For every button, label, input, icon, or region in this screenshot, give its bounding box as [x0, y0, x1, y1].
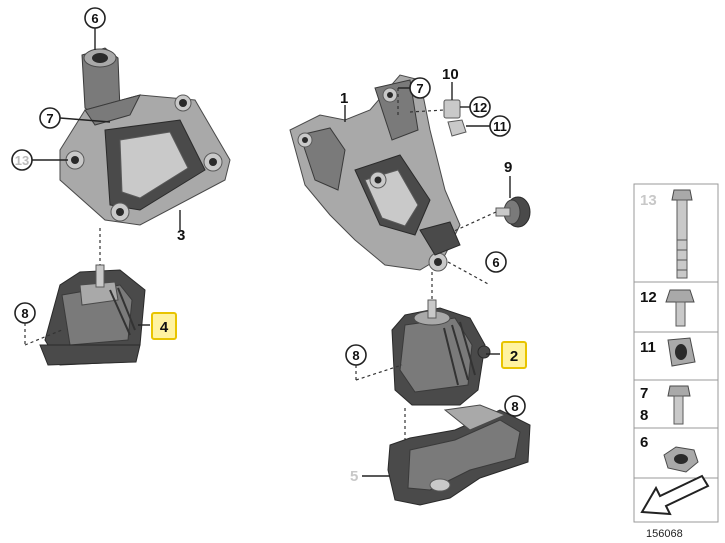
- nut-icon: [667, 337, 696, 367]
- svg-text:8: 8: [21, 306, 28, 321]
- svg-text:4: 4: [160, 319, 169, 336]
- svg-text:7: 7: [46, 111, 53, 126]
- engine-mount-part-2: [391, 299, 491, 406]
- hex-nut-icon: [663, 446, 699, 473]
- svg-text:7: 7: [416, 81, 423, 96]
- diagram-id: 156068: [646, 528, 683, 540]
- callout-2-highlighted[interactable]: 2: [501, 341, 527, 369]
- callout-13-left: 13: [11, 149, 33, 171]
- callout-3: 3: [177, 227, 185, 244]
- legend-label-8: 8: [640, 407, 648, 424]
- callout-6-right: 6: [485, 251, 507, 273]
- legend-label-6: 6: [640, 434, 648, 451]
- callout-7-right: 7: [409, 77, 431, 99]
- callout-8-mid: 8: [345, 344, 367, 366]
- legend-label-11: 11: [640, 339, 656, 356]
- legend-label-12: 12: [640, 289, 657, 306]
- bolt-icon: [671, 189, 693, 279]
- svg-text:11: 11: [493, 119, 507, 134]
- clip-part-10: [443, 99, 461, 119]
- svg-text:13: 13: [15, 153, 29, 168]
- callout-9: 9: [504, 159, 512, 176]
- stud-part-9: [495, 196, 531, 228]
- callout-7-left: 7: [39, 107, 61, 129]
- engine-mount-part-4: [39, 264, 146, 366]
- callout-1: 1: [340, 90, 348, 107]
- fastener-legend: 13 12 11 7 8: [633, 183, 719, 523]
- callout-12: 12: [469, 96, 491, 118]
- legend-label-13: 13: [640, 192, 657, 209]
- arrow-direction-icon: [640, 474, 710, 516]
- callout-8-right: 8: [504, 395, 526, 417]
- svg-text:6: 6: [91, 11, 98, 26]
- callout-8-left: 8: [14, 302, 36, 324]
- svg-text:8: 8: [352, 348, 359, 363]
- nut-part-11: [447, 119, 467, 137]
- bracket-part-5: [387, 404, 531, 506]
- svg-text:12: 12: [473, 100, 487, 115]
- flanged-bolt-icon: [667, 385, 691, 425]
- callout-11: 11: [489, 115, 511, 137]
- bracket-part-1: [289, 74, 461, 272]
- bracket-part-3: [59, 47, 231, 226]
- svg-text:2: 2: [510, 348, 518, 365]
- callout-10: 10: [442, 66, 459, 83]
- callout-4-highlighted[interactable]: 4: [151, 312, 177, 340]
- callout-6-top-left: 6: [84, 7, 106, 29]
- legend-label-7: 7: [640, 385, 648, 402]
- hex-bolt-icon: [665, 289, 695, 327]
- svg-text:8: 8: [511, 399, 518, 414]
- svg-text:6: 6: [492, 255, 499, 270]
- callout-5: 5: [350, 468, 358, 485]
